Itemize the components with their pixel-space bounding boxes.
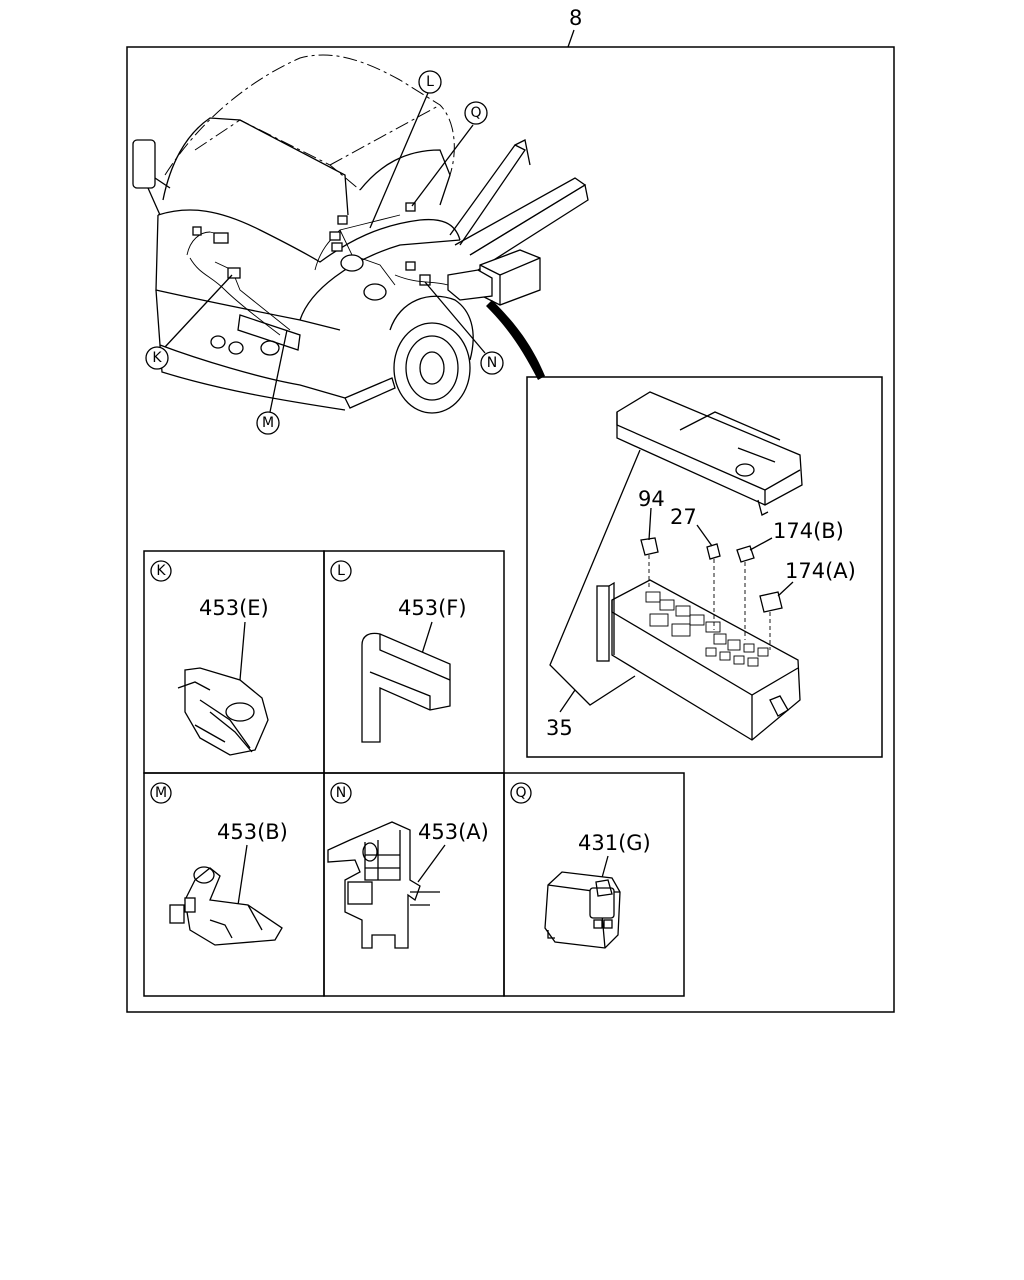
callout-N-letter: N	[487, 355, 497, 371]
fuse-label-27: 27	[670, 505, 697, 529]
clip-453e-drawing	[177, 667, 269, 756]
callout-Q: Q	[464, 101, 488, 125]
detail-K: K 453(E)	[150, 560, 269, 756]
detail-M-letter: M	[155, 785, 167, 801]
fuse-box-illustration	[596, 391, 803, 741]
detail-N-part-label: 453(A)	[418, 820, 489, 844]
fuse-label-94: 94	[638, 487, 665, 511]
callout-L: L	[418, 70, 442, 94]
detail-M: M 453(B)	[150, 782, 288, 946]
bracket-453a-drawing	[327, 821, 440, 949]
main-reference-number: 8	[569, 6, 582, 30]
diagram-frame	[126, 46, 895, 1013]
detail-L: L 453(F)	[330, 560, 467, 743]
detail-grid-frame	[143, 550, 685, 997]
detail-Q-part-label: 431(G)	[578, 831, 651, 855]
truck-cab-illustration	[132, 54, 589, 414]
fuse-label-35: 35	[546, 716, 573, 740]
connector-431g-drawing	[544, 871, 621, 949]
main-view-callout-leaders	[164, 92, 486, 413]
callout-M: M	[256, 411, 280, 435]
detail-K-letter: K	[156, 563, 166, 579]
detail-K-part-label: 453(E)	[199, 596, 269, 620]
detail-L-part-label: 453(F)	[398, 596, 467, 620]
callout-K: K	[145, 346, 169, 370]
callout-K-letter: K	[152, 350, 162, 366]
bracket-453f-drawing	[361, 632, 451, 743]
fuse-label-174a: 174(A)	[785, 559, 856, 583]
callout-M-letter: M	[262, 415, 274, 431]
fuse-box-inset-frame	[526, 376, 883, 758]
clip-453b-drawing	[169, 866, 283, 946]
detail-pointer-arrow	[486, 300, 545, 380]
callout-Q-letter: Q	[470, 105, 481, 121]
fuse-box-leaders	[549, 449, 794, 713]
detail-M-part-label: 453(B)	[217, 820, 288, 844]
fuse-label-174b: 174(B)	[773, 519, 844, 543]
detail-Q-letter: Q	[515, 785, 526, 801]
detail-N: N 453(A)	[327, 782, 489, 949]
detail-Q: Q 431(G)	[510, 782, 651, 949]
callout-L-letter: L	[426, 74, 434, 90]
detail-N-letter: N	[336, 785, 346, 801]
main-reference-leader	[567, 29, 575, 48]
callout-N: N	[480, 351, 504, 375]
detail-L-letter: L	[337, 563, 345, 579]
